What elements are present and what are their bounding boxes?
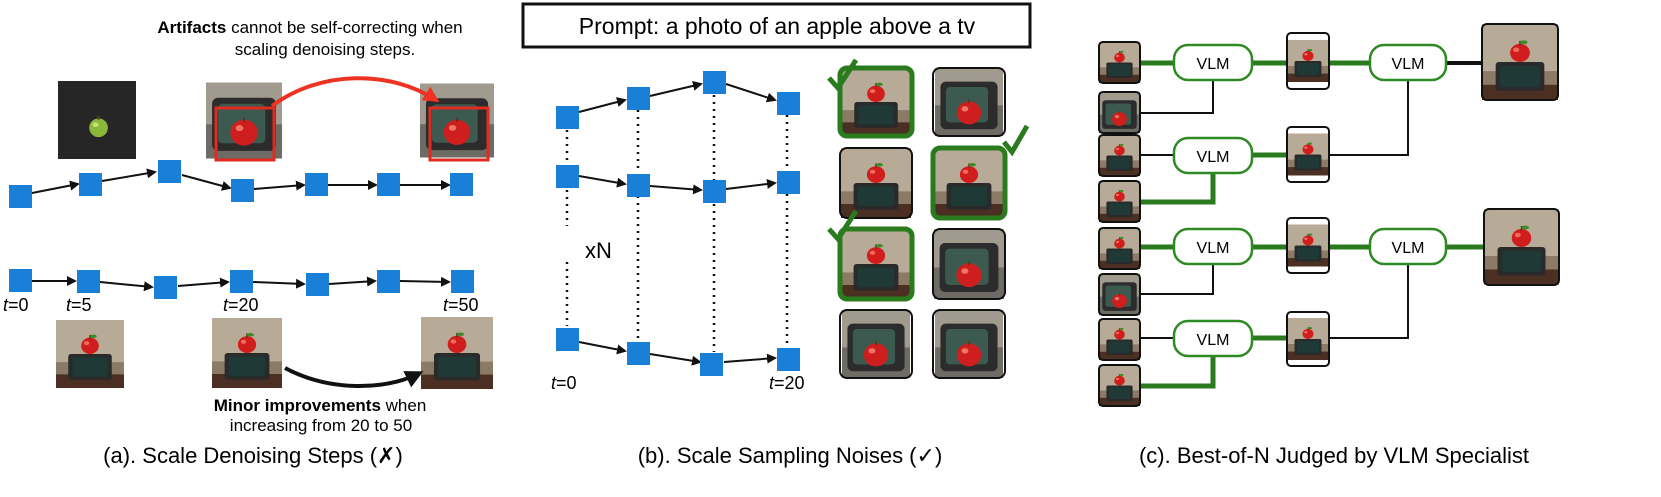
sample-8 <box>932 309 1006 379</box>
prompt-text: Prompt: a photo of an apple above a tv <box>579 13 976 39</box>
big-black-arrow <box>284 366 424 388</box>
artifacts-note-line1: Artifacts cannot be self-correcting when <box>157 18 462 37</box>
checkmark-icon <box>827 209 859 244</box>
checkmark-icon <box>827 58 859 93</box>
image-artifact-after <box>420 83 494 162</box>
sample-5-selected <box>837 226 915 302</box>
artifacts-note-line2: scaling denoising steps. <box>235 40 416 59</box>
image-step-20 <box>212 318 282 388</box>
label-t5: t=5 <box>66 295 92 315</box>
svg-text:VLM: VLM <box>1197 149 1230 166</box>
image-artifact-before <box>206 82 282 162</box>
noise-chains <box>578 80 777 366</box>
image-step-50 <box>421 317 493 389</box>
improvements-note-line1: Minor improvements when <box>214 396 427 415</box>
artifacts-note-bold: Artifacts <box>157 18 226 37</box>
sample-3 <box>839 147 913 219</box>
dotted-lines <box>565 95 789 352</box>
label-b-t20: t=20 <box>769 373 805 393</box>
image-step-5 <box>56 320 124 388</box>
sample-4-selected <box>930 145 1008 221</box>
improvements-note-line2: increasing from 20 to 50 <box>230 416 412 435</box>
caption-a: (a). Scale Denoising Steps (✗) <box>103 443 403 468</box>
panel-c: VLM VLM VLM VLM VLM VLM (c). Best-of-N J… <box>1098 23 1560 468</box>
artifacts-note-rest: cannot be self-correcting when <box>226 18 462 37</box>
panel-b: Prompt: a photo of an apple above a tv <box>521 2 1032 468</box>
xn-label: xN <box>585 238 612 263</box>
improvements-bold: Minor improvements <box>214 396 381 415</box>
improvements-rest: when <box>381 396 426 415</box>
sample-7 <box>839 309 913 379</box>
red-arrow <box>270 76 440 108</box>
svg-text:VLM: VLM <box>1197 240 1230 257</box>
chain-bottom <box>32 276 451 292</box>
caption-c: (c). Best-of-N Judged by VLM Specialist <box>1139 443 1529 468</box>
vlm-node: VLM <box>1172 136 1254 175</box>
round2-thumbnails <box>1286 32 1330 367</box>
vlm-node: VLM <box>1172 227 1254 266</box>
svg-text:VLM: VLM <box>1392 240 1425 257</box>
leaf-thumbnails <box>1098 41 1141 407</box>
checkmark-icon <box>1002 124 1030 157</box>
vlm-node: VLM <box>1368 227 1448 266</box>
chain-top <box>31 168 451 194</box>
label-b-t0: t=0 <box>551 373 577 393</box>
vlm-node: VLM <box>1368 43 1448 82</box>
svg-text:VLM: VLM <box>1392 56 1425 73</box>
svg-text:VLM: VLM <box>1197 332 1230 349</box>
final-thumbnails <box>1481 23 1560 286</box>
samples-grid <box>827 58 1030 379</box>
caption-b: (b). Scale Sampling Noises (✓) <box>638 443 943 468</box>
image-dark-green-apple <box>58 81 136 159</box>
label-t0: t=0 <box>3 295 29 315</box>
label-t50: t=50 <box>443 295 479 315</box>
sample-6 <box>932 228 1006 300</box>
sample-1-selected <box>837 65 915 139</box>
tree-edges <box>1140 60 1484 389</box>
label-t20: t=20 <box>223 295 259 315</box>
svg-text:VLM: VLM <box>1197 56 1230 73</box>
prompt-box <box>521 2 1032 49</box>
noise-nodes <box>556 71 800 376</box>
panel-a: Artifacts cannot be self-correcting when… <box>3 18 494 468</box>
chain-bottom-nodes <box>9 269 474 299</box>
sample-2 <box>932 67 1006 137</box>
chain-top-nodes <box>9 160 473 208</box>
vlm-node: VLM <box>1172 43 1254 82</box>
vlm-node: VLM <box>1172 319 1254 358</box>
